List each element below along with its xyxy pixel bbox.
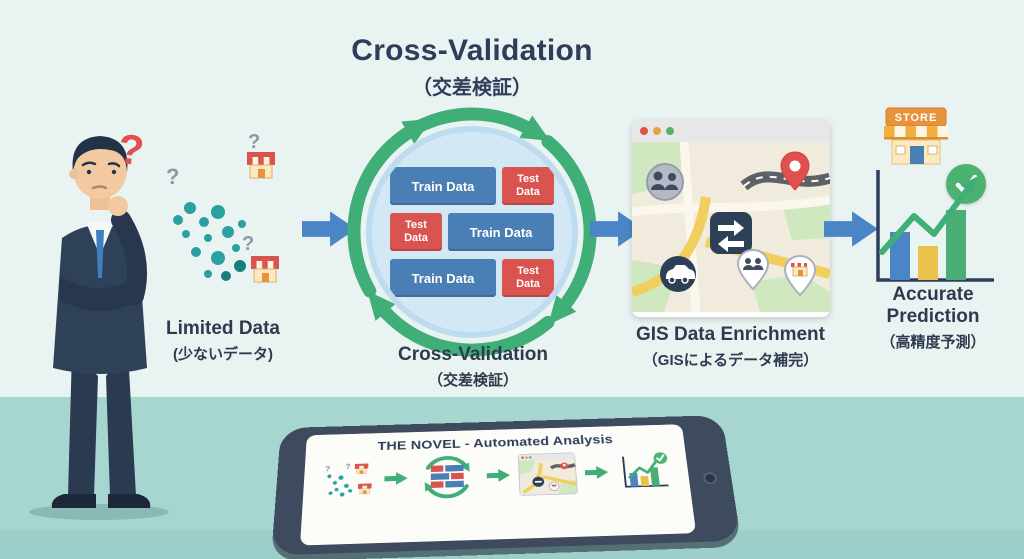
scatter-dots	[173, 202, 246, 281]
test-data-block: Test Data	[502, 259, 554, 297]
prediction-label: Accurate Prediction （高精度予測）	[858, 284, 1008, 352]
page-title-sub: （交差検証）	[412, 77, 532, 99]
train-data-block: Train Data	[390, 167, 496, 205]
window-header	[632, 120, 830, 142]
chart-bar	[918, 246, 938, 280]
gis-subtitle: （GISによるデータ補完）	[642, 352, 819, 369]
window-dot-red-icon	[640, 127, 648, 135]
store-icon	[251, 256, 279, 283]
location-pin-icon	[780, 151, 810, 191]
cross-validation-diagram: Train Data Test Data Test Data Train Dat…	[366, 126, 578, 338]
cv-row: Test Data Train Data	[390, 213, 554, 251]
test-data-block: Test Data	[390, 213, 442, 251]
tablet-mini-flow: ? ?	[312, 448, 681, 504]
limited-data-title: Limited Data	[165, 318, 281, 339]
map-illustration	[632, 141, 830, 313]
mini-map-illustration	[518, 452, 578, 495]
question-mark-icon: ?	[248, 131, 260, 153]
train-data-block: Train Data	[448, 213, 554, 251]
car-traffic-icon	[660, 256, 696, 292]
page-title-main: Cross-Validation	[351, 34, 593, 67]
chart-bar	[946, 210, 966, 280]
limited-data-label: Limited Data (少ないデータ)	[138, 318, 308, 364]
store-pin-icon	[783, 254, 817, 297]
traffic-exchange-icon	[710, 212, 752, 254]
store-awning	[884, 126, 948, 140]
population-icon	[646, 163, 684, 201]
store-icon: STORE	[884, 107, 948, 165]
mini-cv-blocks	[430, 464, 464, 488]
thinking-hand	[108, 196, 128, 216]
store-icon	[357, 483, 372, 494]
cross-validation-title: Cross-Validation	[398, 344, 548, 365]
tablet-illustration: THE NOVEL - Automated Analysis ? ?	[271, 415, 741, 555]
window-dot-green-icon	[666, 127, 674, 135]
mini-flow-arrow-icon	[584, 464, 608, 481]
store-icon	[247, 152, 275, 179]
gis-label: GIS Data Enrichment （GISによるデータ補完）	[608, 324, 853, 370]
question-mark-icon: ?	[345, 462, 351, 471]
mini-scatter-illustration: ? ?	[325, 462, 372, 497]
gis-map-window	[632, 120, 830, 317]
question-mark-icon: ?	[166, 164, 179, 189]
page-title: Cross-Validation （交差検証）	[252, 34, 692, 100]
thinking-businessman-illustration	[29, 136, 169, 520]
train-data-block: Train Data	[390, 259, 496, 297]
limited-data-subtitle: (少ないデータ)	[173, 346, 273, 363]
growth-chart-illustration	[876, 170, 994, 282]
cross-validation-label: Cross-Validation （交差検証）	[378, 344, 568, 390]
mini-chart-illustration	[615, 450, 673, 492]
cv-row: Train Data Test Data	[390, 167, 554, 205]
map-roads-white	[632, 141, 830, 313]
prediction-subtitle: （高精度予測）	[880, 334, 986, 351]
limited-data-scatter: ? ? ?	[166, 131, 279, 283]
people-pin-icon	[736, 248, 770, 291]
tablet-screen: THE NOVEL - Automated Analysis ? ?	[300, 424, 696, 545]
map-road-dark	[740, 171, 830, 191]
mini-flow-arrow-icon	[487, 467, 511, 484]
cv-row: Train Data Test Data	[390, 259, 554, 297]
cycle-arrows-icon	[347, 107, 597, 357]
gis-title: GIS Data Enrichment	[636, 324, 825, 345]
question-mark-icon: ?	[325, 464, 331, 473]
store-icon	[354, 463, 369, 474]
cross-validation-subtitle: （交差検証）	[427, 372, 518, 389]
window-dot-orange-icon	[653, 127, 661, 135]
mini-cross-validation-illustration	[416, 454, 479, 501]
prediction-title: Accurate Prediction	[886, 284, 980, 327]
store-sign-text: STORE	[895, 112, 938, 124]
chart-bar	[890, 232, 910, 280]
mini-flow-arrow-icon	[384, 470, 407, 487]
trend-arrow-icon	[879, 176, 978, 255]
test-data-block: Test Data	[502, 167, 554, 205]
question-mark-icon: ?	[242, 233, 254, 255]
